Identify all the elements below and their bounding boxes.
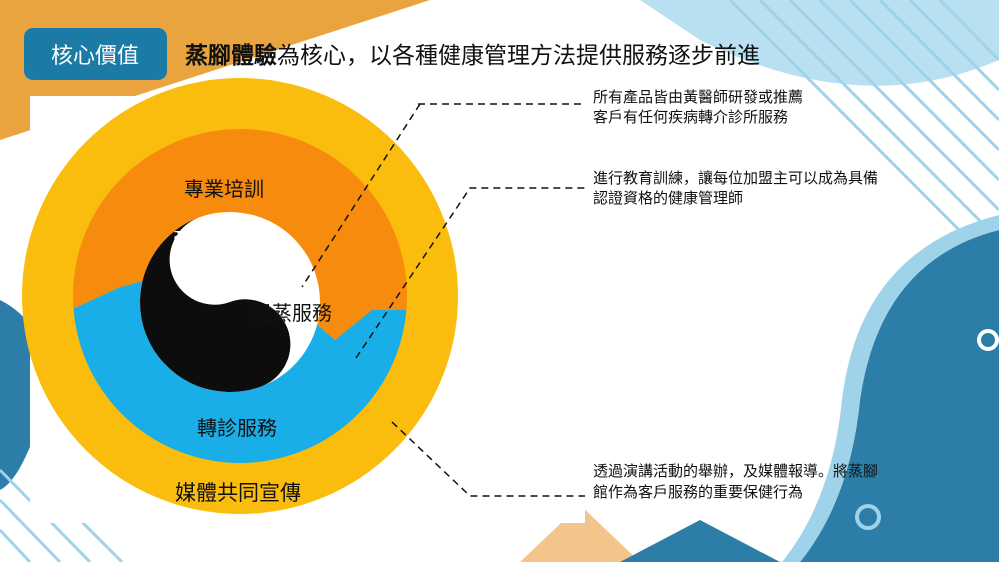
top-right-blue-shape: [640, 0, 999, 86]
header-badge-label: 核心價值: [51, 44, 139, 69]
note-3-line1: 透過演講活動的舉辦，及媒體報導。將蒸腳: [593, 462, 878, 480]
label-foot-steam: 足蒸服務: [252, 301, 332, 325]
core-values-diagram: 媒體共同宣傳 專業培訓 轉診服務 產品直播 銷售 足蒸服務: [22, 78, 458, 514]
label-livestream-line1: 產品直播: [172, 227, 252, 251]
label-training: 專業培訓: [184, 177, 264, 201]
yin-black-half: [140, 217, 291, 392]
label-referral: 轉診服務: [197, 416, 277, 440]
label-media: 媒體共同宣傳: [175, 481, 301, 505]
right-light-wave: [782, 215, 999, 562]
page-title-bold: 蒸腳體驗: [185, 42, 277, 69]
yin-yang-core: [140, 212, 320, 392]
header: 核心價值 蒸腳體驗為核心，以各種健康管理方法提供服務逐步前進: [24, 28, 760, 80]
header-badge: [24, 28, 167, 80]
connector-1-diag: [301, 103, 421, 288]
note-2-line1: 進行教育訓練，讓每位加盟主可以成為具備: [593, 169, 878, 187]
decor-ring-bottom: [855, 504, 881, 530]
connector-3: [391, 421, 585, 497]
note-1-line1: 所有產品皆由黃醫師研發或推薦: [593, 88, 803, 106]
note-2-line2: 認證資格的健康管理師: [593, 189, 743, 207]
connectors: [301, 103, 585, 497]
top-right-stripes: [728, 0, 999, 272]
right-blue-wave: [800, 230, 999, 562]
note-1-line2: 客戶有任何疾病轉介診所服務: [593, 108, 788, 126]
label-livestream-line2: 銷售: [172, 255, 212, 279]
connector-2: [355, 187, 585, 359]
decor-ring-right: [977, 329, 999, 351]
bottom-peach-triangle: [520, 505, 640, 562]
bottom-blue-triangle: [620, 520, 780, 562]
note-3-line2: 館作為客戶服務的重要保健行為: [593, 483, 803, 501]
page-title-rest: 為核心，以各種健康管理方法提供服務逐步前進: [277, 43, 760, 69]
page-title: 蒸腳體驗為核心，以各種健康管理方法提供服務逐步前進: [185, 42, 760, 69]
notes: 所有產品皆由黃醫師研發或推薦 客戶有任何疾病轉介診所服務 進行教育訓練，讓每位加…: [593, 88, 878, 501]
